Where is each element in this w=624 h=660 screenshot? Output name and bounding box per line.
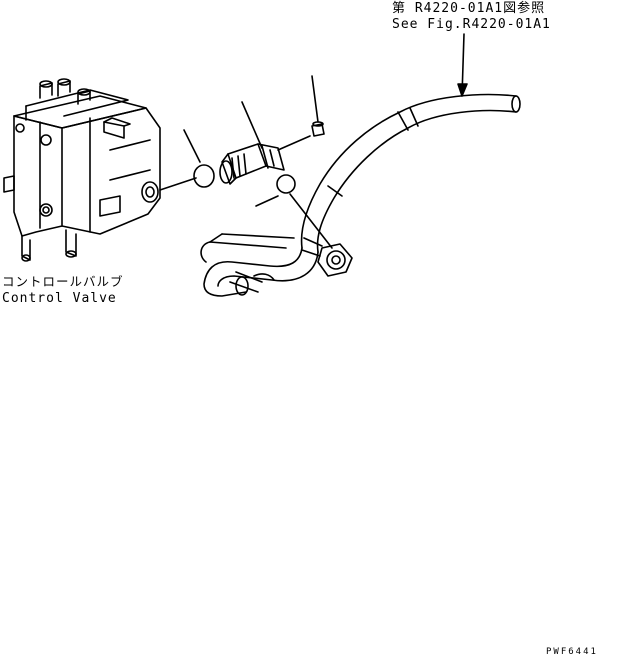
o-ring-drawing [159,129,215,191]
connector-drawing [219,101,311,185]
o-ring-2-drawing [255,174,333,249]
figure-number: PWF6441 [546,647,598,657]
reference-label-english: See Fig.R4220-01A1 [392,17,551,32]
hose-drawing [200,93,521,297]
control-valve-label-japanese: コントロールバルブ [2,274,124,289]
reference-arrow [457,33,468,97]
plug-drawing [311,75,325,137]
reference-label-japanese: 第 R4220-01A1図参照 [392,1,546,16]
control-valve-drawing [3,78,161,262]
control-valve-label-english: Control Valve [2,291,117,306]
